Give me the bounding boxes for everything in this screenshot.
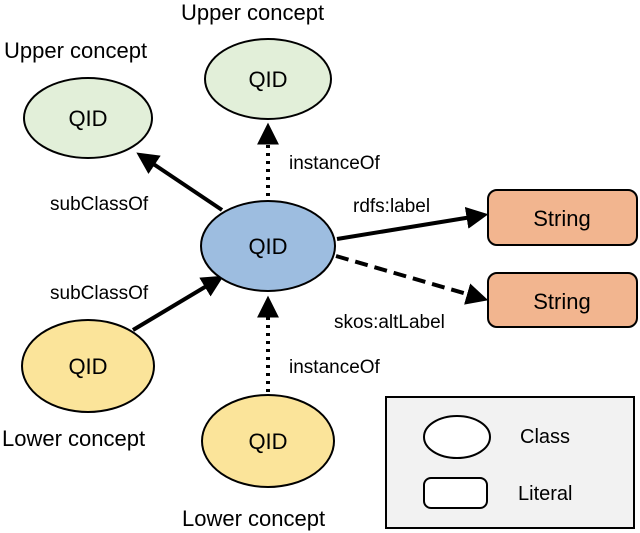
node-upper-top: QID xyxy=(204,38,332,120)
node-literal-altlabel: String xyxy=(487,272,638,328)
edge-rdfs-label xyxy=(336,206,489,241)
legend-literal-icon xyxy=(423,477,488,509)
node-upper-left-shape xyxy=(23,77,153,159)
legend-box xyxy=(385,396,635,529)
node-lower-bottom: QID xyxy=(201,394,335,488)
legend-class-icon xyxy=(423,415,491,459)
caption-lower-bottom: Lower concept xyxy=(182,506,325,531)
edge-label-instance-lower: instanceOf xyxy=(289,357,381,378)
legend-class-label: Class xyxy=(520,426,570,448)
node-upper-top-shape xyxy=(204,38,332,120)
edge-label-skos-altlabel: skos:altLabel xyxy=(334,312,445,333)
edge-label-rdfs-label: rdfs:label xyxy=(353,196,430,217)
edge-skos-altlabel xyxy=(335,254,489,305)
node-literal-altlabel-text: String xyxy=(533,289,590,314)
caption-lower-left: Lower concept xyxy=(2,426,145,451)
caption-upper-top: Upper concept xyxy=(181,0,324,25)
edge-subclass-upper xyxy=(136,152,224,212)
node-literal-label-text: String xyxy=(533,206,590,231)
edge-label-subclass-upper: subClassOf xyxy=(50,194,149,215)
node-upper-left: QID xyxy=(23,77,153,159)
node-upper-top-label: QID xyxy=(248,67,287,92)
node-lower-bottom-label: QID xyxy=(248,429,287,454)
legend-literal-label: Literal xyxy=(518,483,572,505)
node-lower-left: QID xyxy=(21,319,155,413)
edge-label-instance-upper: instanceOf xyxy=(289,153,381,174)
node-upper-left-label: QID xyxy=(68,106,107,131)
node-lower-left-label: QID xyxy=(68,354,107,379)
edge-subclass-lower xyxy=(131,275,224,332)
node-center: QID xyxy=(200,200,336,292)
node-center-label: QID xyxy=(248,234,287,259)
node-center-shape xyxy=(200,200,336,292)
node-lower-bottom-shape xyxy=(201,394,335,488)
node-literal-label-shape xyxy=(487,189,638,246)
edge-label-subclass-lower: subClassOf xyxy=(50,283,149,304)
node-literal-altlabel-shape xyxy=(487,272,638,328)
node-lower-left-shape xyxy=(21,319,155,413)
caption-upper-left: Upper concept xyxy=(4,38,147,63)
legend: Class Literal xyxy=(385,396,635,529)
node-literal-label: String xyxy=(487,189,638,246)
edges xyxy=(131,122,489,392)
